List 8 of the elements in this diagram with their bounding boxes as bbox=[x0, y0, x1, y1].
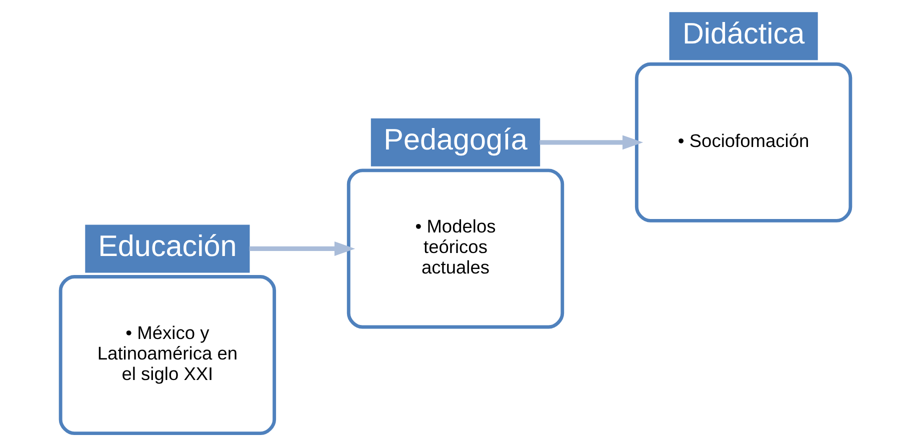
node-box: • México y Latinoamérica en el siglo XXI bbox=[58, 275, 276, 436]
arrow bbox=[249, 242, 356, 256]
node-box: Didáctica bbox=[669, 12, 818, 60]
node-box: • Modelos teóricos actuales bbox=[346, 168, 564, 329]
node-box: Educación bbox=[85, 224, 250, 273]
arrow bbox=[540, 135, 644, 150]
node-box: • Sociofomación bbox=[634, 62, 852, 222]
node-box: Pedagogía bbox=[370, 118, 540, 166]
